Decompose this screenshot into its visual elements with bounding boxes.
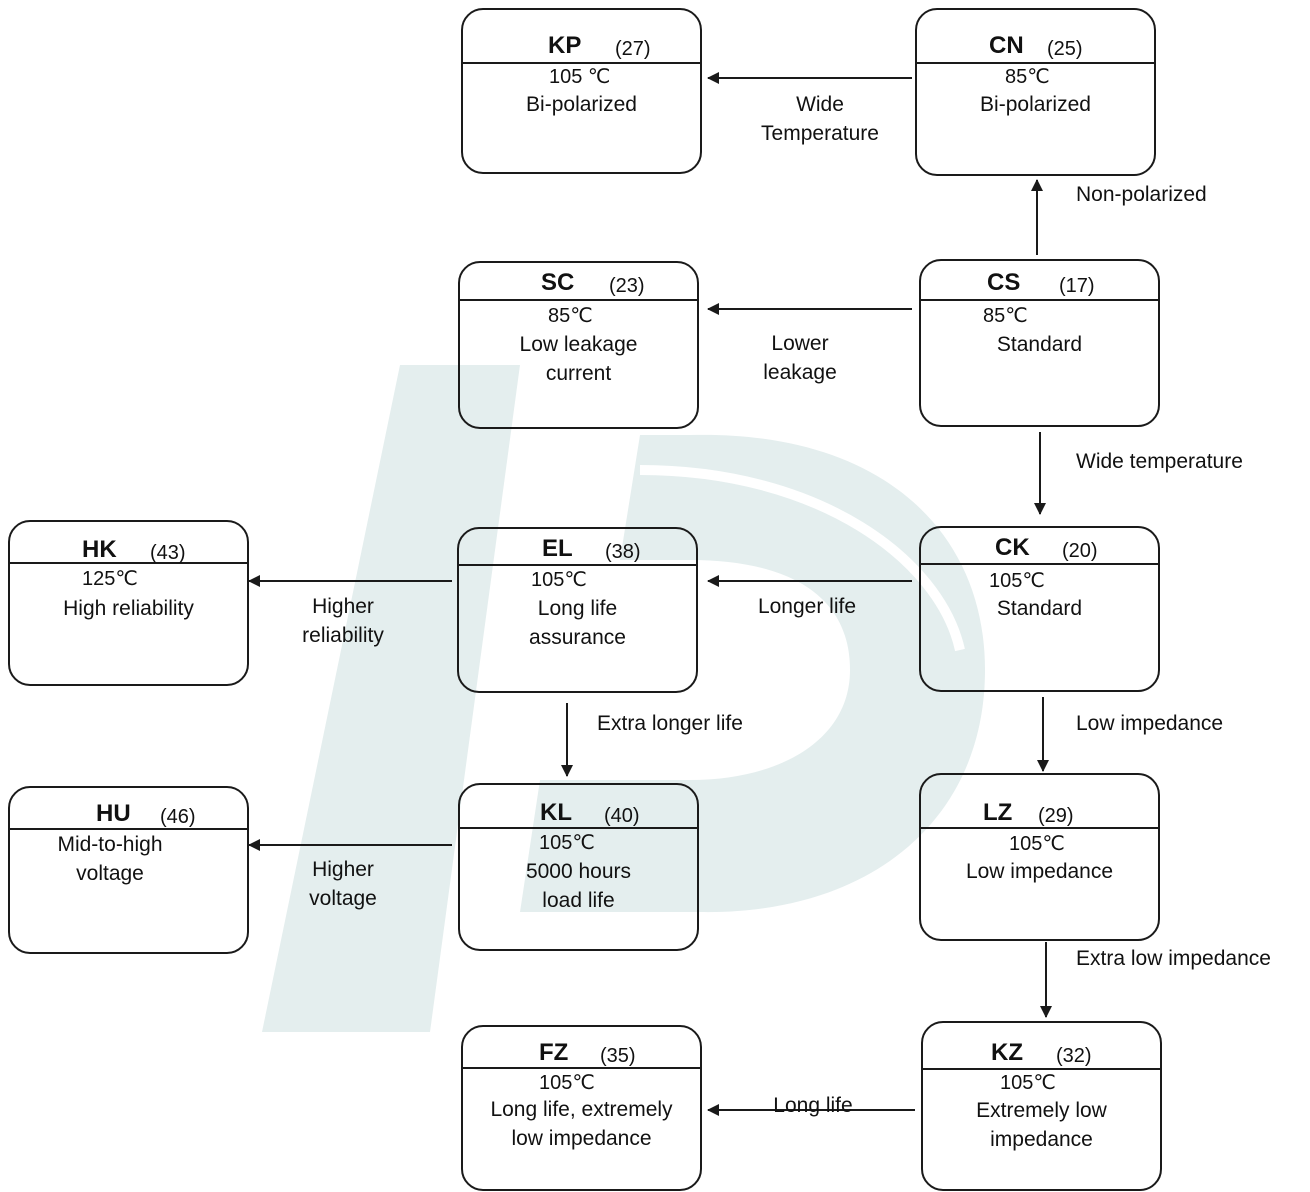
node-cs: CS (17) 85℃ Standard [919,259,1160,427]
node-description: Standard [996,597,1083,620]
node-description: Long life assurance [529,597,626,649]
edge-label-cs-cn: Non-polarized [1076,183,1207,206]
node-description: High reliability [63,597,194,620]
node-temperature: 85℃ [1005,66,1050,88]
node-temperature: 105℃ [1000,1072,1056,1094]
edge-label-ck-el: Longer life [757,595,857,618]
edge-label-cs-ck: Wide temperature [1076,450,1243,473]
edge-label-el-kl: Extra longer life [597,712,743,735]
watermark-logo [262,365,985,1032]
node-number: (40) [604,805,640,827]
node-description: Low impedance [965,860,1114,883]
node-code: CK [995,534,1030,561]
edge-label-ck-lz: Low impedance [1076,712,1224,735]
node-ck: CK (20) 105℃ Standard [919,526,1160,692]
node-temperature: 105℃ [531,569,587,591]
node-code: KZ [991,1039,1023,1066]
node-number: (29) [1038,805,1074,827]
node-code: KL [540,799,572,826]
node-kl: KL (40) 105℃ 5000 hours load life [458,783,699,951]
node-header [10,788,247,830]
node-header [463,1027,700,1069]
node-temperature: 105℃ [539,832,595,854]
node-temperature: 105℃ [989,570,1045,592]
node-number: (27) [615,38,651,60]
node-cn: CN (25) 85℃ Bi-polarized [915,8,1156,176]
node-header [460,263,697,301]
node-code: HU [96,800,131,827]
edge-label-lz-kz: Extra low impedance [1076,947,1271,970]
edge-label-cs-sc: Lower leakage [763,332,837,384]
node-hu: HU (46) Mid-to-high voltage [8,786,249,954]
node-code: FZ [539,1039,569,1066]
node-header [463,28,700,64]
edge-label-cn-kp: Wide Temperature [761,93,879,145]
node-hk: HK (43) 125℃ High reliability [8,520,249,686]
node-code: CN [989,32,1024,59]
node-code: KP [548,32,582,59]
edge-label-kz-fz: Long life [773,1094,853,1117]
node-temperature: 85℃ [983,305,1028,327]
node-temperature: 85℃ [548,305,593,327]
node-description: Bi-polarized [526,93,637,116]
node-number: (32) [1056,1045,1092,1067]
node-code: SC [541,269,575,296]
node-header [923,1023,1160,1070]
node-kz: KZ (32) 105℃ Extremely low impedance [921,1021,1162,1191]
node-code: HK [82,536,117,563]
node-header [459,529,696,566]
node-description: Low leakage current [519,333,638,385]
node-number: (35) [600,1045,636,1067]
node-number: (46) [160,806,196,828]
node-sc: SC (23) 85℃ Low leakage current [458,261,699,429]
node-number: (17) [1059,275,1095,297]
node-description: Long life, extremely low impedance [490,1098,673,1150]
node-header [917,28,1154,64]
node-header [921,528,1158,565]
node-code: CS [987,269,1021,296]
edges [248,72,1052,1116]
node-description: Extremely low impedance [976,1099,1107,1151]
edge-label-el-hk: Higher reliability [302,595,384,647]
node-number: (23) [609,275,645,297]
node-description: Bi-polarized [980,93,1091,116]
node-description: 5000 hours load life [525,860,632,912]
node-temperature: 105 ℃ [549,66,611,88]
node-number: (20) [1062,540,1098,562]
node-header [921,261,1158,301]
node-temperature: 105℃ [539,1072,595,1094]
node-number: (25) [1047,38,1083,60]
node-header [10,522,247,564]
node-header [921,775,1158,829]
node-temperature: 125℃ [82,568,138,590]
node-code: EL [542,535,573,562]
node-description: Standard [996,333,1083,356]
node-header [460,785,697,829]
node-kp: KP (27) 105 ℃ Bi-polarized [461,8,702,174]
node-el: EL (38) 105℃ Long life assurance [457,527,698,693]
node-temperature: 105℃ [1009,833,1065,855]
node-number: (38) [605,541,641,563]
edge-label-kl-hu: Higher voltage [309,858,377,910]
node-code: LZ [983,799,1013,826]
node-number: (43) [150,542,186,564]
node-lz: LZ (29) 105℃ Low impedance [919,773,1160,941]
node-fz: FZ (35) 105℃ Long life, extremely low im… [461,1025,702,1191]
node-description: Mid-to-high voltage [57,833,163,885]
